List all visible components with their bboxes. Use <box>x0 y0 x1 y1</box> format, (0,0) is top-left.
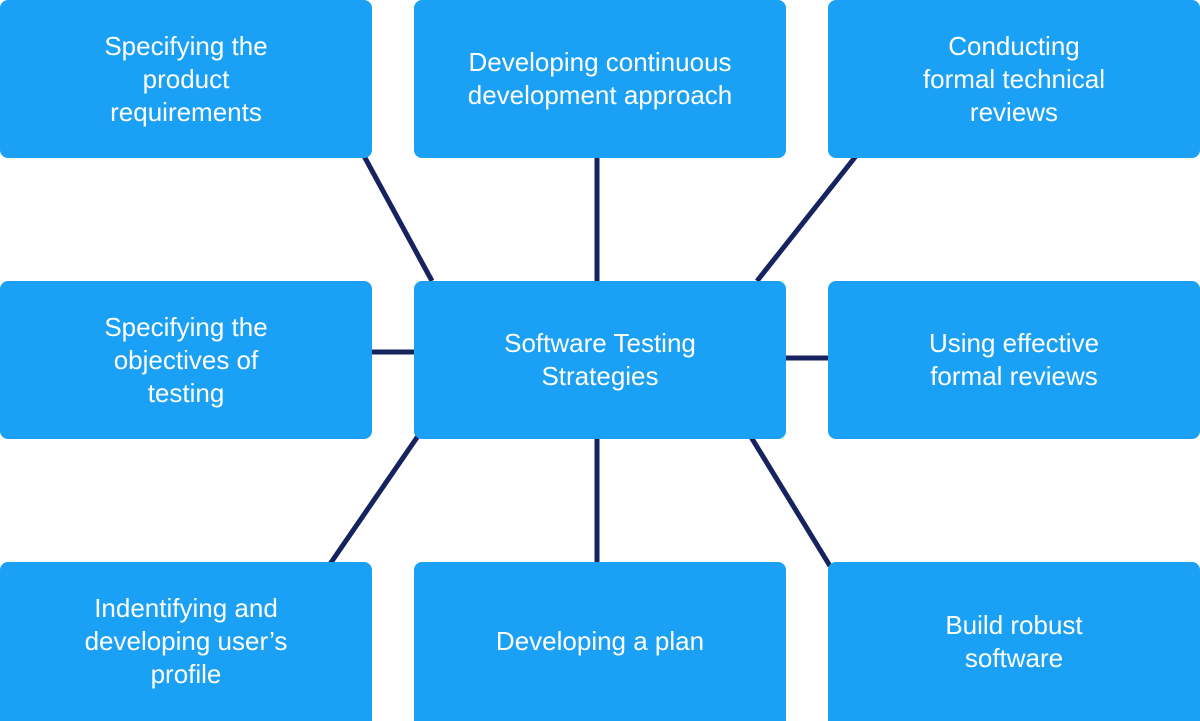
connector-bottom-left <box>327 434 421 566</box>
connector-bottom-right <box>748 435 833 568</box>
node-build-robust-software: Build robust software <box>828 562 1200 721</box>
node-identifying-developing-users-profile: Indentifying and developing user’s profi… <box>0 562 372 721</box>
connector-top-right <box>755 154 858 283</box>
node-conducting-formal-technical-reviews: Conducting formal technical reviews <box>828 0 1200 158</box>
node-developing-continuous-development-approach: Developing continuous development approa… <box>414 0 786 158</box>
center-node-software-testing-strategies: Software Testing Strategies <box>414 281 786 439</box>
node-using-effective-formal-reviews: Using effective formal reviews <box>828 281 1200 439</box>
connector-top-left <box>361 154 435 283</box>
node-specifying-objectives-of-testing: Specifying the objectives of testing <box>0 281 372 439</box>
node-specifying-product-requirements: Specifying the product requirements <box>0 0 372 158</box>
node-developing-a-plan: Developing a plan <box>414 562 786 721</box>
